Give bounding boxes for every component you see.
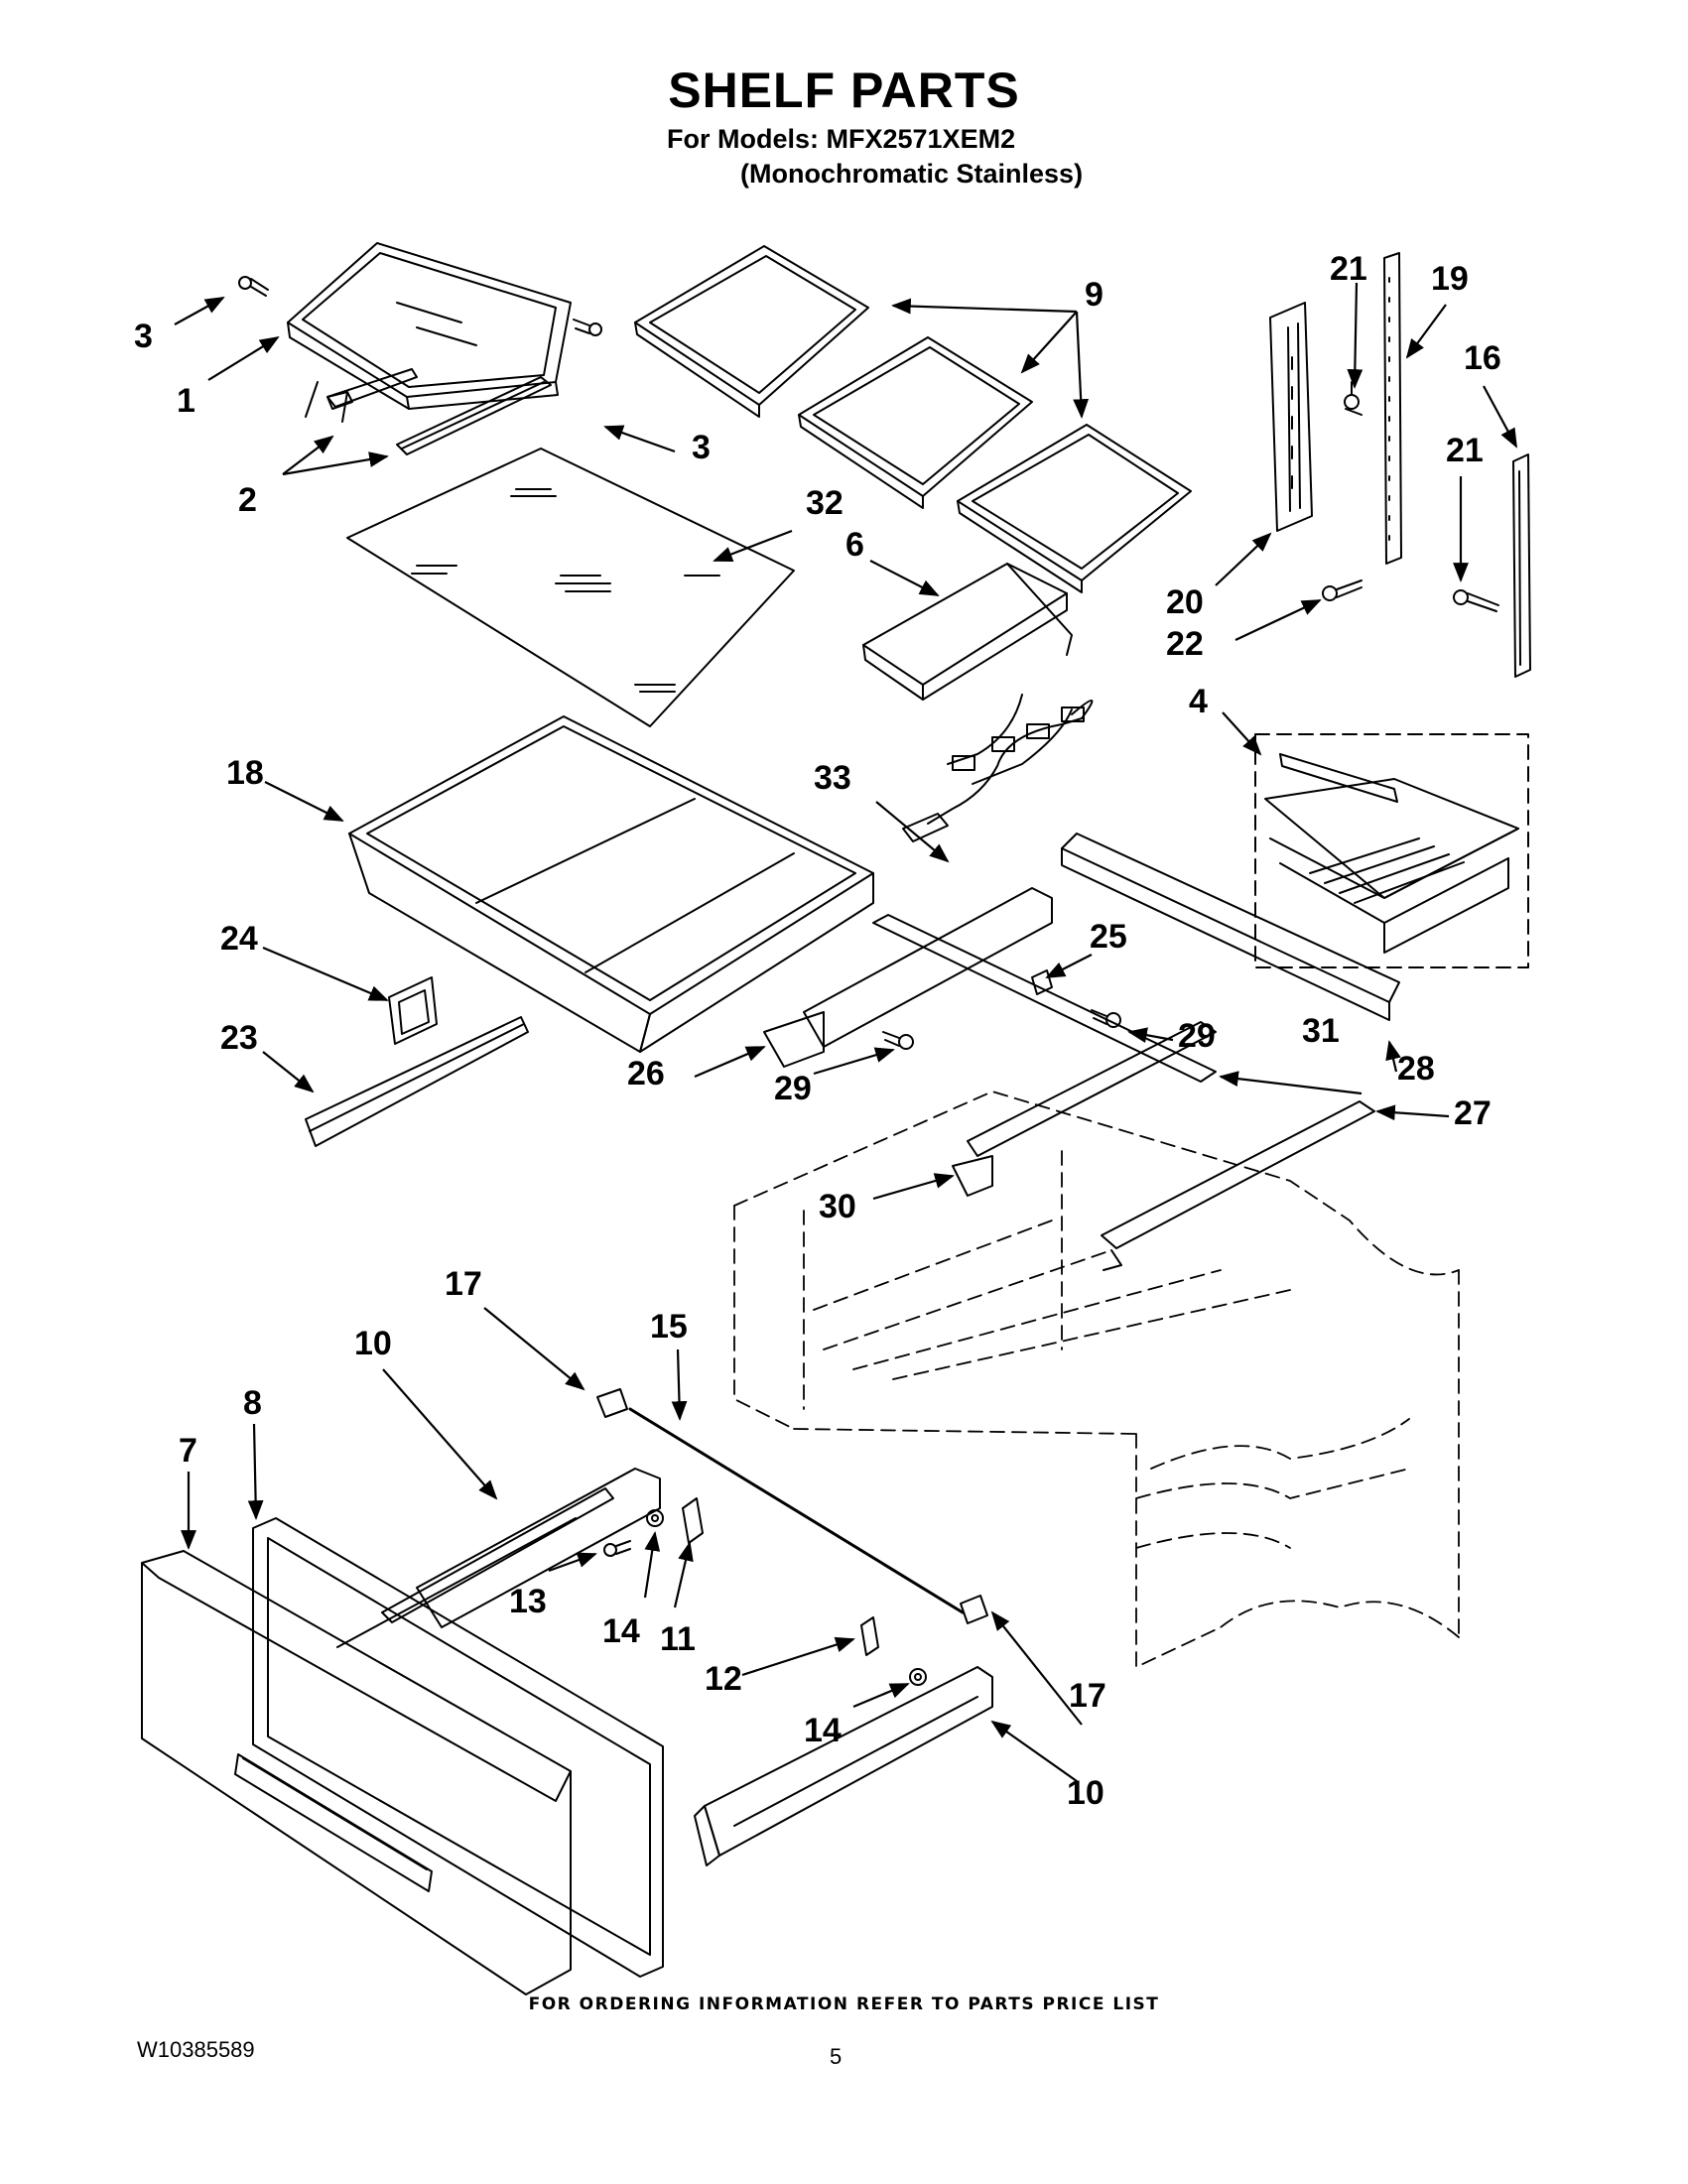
part-right-slide: [694, 1666, 993, 1866]
document-number: W10385589: [137, 2037, 255, 2062]
finish-line: (Monochromatic Stainless): [740, 159, 1084, 189]
callout-31: 31: [1302, 1012, 1340, 1050]
part-screw-right: [573, 319, 602, 336]
callout-27: 27: [1454, 1094, 1492, 1132]
part-deli-pan: [287, 242, 572, 423]
part-shelf-3: [957, 424, 1192, 593]
callout-25: 25: [1090, 918, 1127, 956]
part-bearing-14a: [646, 1509, 664, 1527]
callout-15: 15: [650, 1308, 688, 1346]
cabinet-outline: [733, 1091, 1460, 1668]
callout-29b: 29: [774, 1070, 812, 1107]
part-slides: [326, 376, 552, 455]
callout-4: 4: [1189, 683, 1208, 720]
part-slide-assembly: [763, 887, 1217, 1197]
part-bushing-17b: [960, 1595, 988, 1624]
leader-arrows: [174, 282, 1517, 1782]
part-screw-left: [238, 276, 269, 297]
callout-labels: 1 2 3 3 4 6 7 8 9 10 10 11 12 13 14 14 1…: [134, 250, 1501, 1812]
models-line: For Models: MFX2571XEM2: [667, 124, 1016, 154]
callout-22: 22: [1166, 625, 1204, 663]
part-shelf-2: [798, 336, 1033, 509]
callout-24: 24: [220, 920, 258, 958]
part-shelf-bin: [862, 563, 1073, 701]
part-crisper-bin: [348, 715, 874, 1053]
callout-28: 28: [1397, 1050, 1435, 1088]
part-crisper-drawer: [1254, 733, 1529, 968]
callout-29a: 29: [1178, 1017, 1216, 1055]
part-rear-cover: [1061, 833, 1400, 1021]
callout-14b: 14: [804, 1712, 842, 1749]
callout-13: 13: [509, 1583, 547, 1620]
part-bracket-12: [860, 1616, 879, 1656]
part-screw-22: [1322, 579, 1363, 601]
part-screw-21a: [1344, 381, 1363, 416]
callout-8: 8: [243, 1384, 262, 1422]
callout-30: 30: [819, 1188, 856, 1225]
callout-20: 20: [1166, 583, 1204, 621]
callout-7: 7: [179, 1432, 197, 1470]
callout-12: 12: [705, 1660, 742, 1698]
callout-17a: 17: [445, 1265, 482, 1303]
part-drawer-front: [141, 1550, 572, 1995]
callout-18: 18: [226, 754, 264, 792]
part-rail-19: [1383, 252, 1402, 565]
callout-2: 2: [238, 481, 257, 519]
part-divider-24: [388, 976, 438, 1045]
callout-1: 1: [177, 382, 195, 420]
callout-11: 11: [660, 1620, 696, 1658]
part-screw-29a: [1091, 1009, 1121, 1028]
part-left-slide: [336, 1468, 661, 1648]
part-screw-29b: [882, 1031, 914, 1050]
part-bearing-14b: [909, 1668, 927, 1686]
callout-14a: 14: [602, 1612, 640, 1650]
callout-3b: 3: [692, 429, 711, 466]
part-screw-21b: [1453, 589, 1499, 612]
page-number: 5: [830, 2044, 843, 2069]
callout-9: 9: [1085, 276, 1104, 314]
ordering-note: FOR ORDERING INFORMATION REFER TO PARTS …: [528, 1994, 1160, 2014]
part-clip-25: [1031, 969, 1053, 995]
callout-3a: 3: [134, 318, 153, 355]
part-glass-panel: [346, 448, 795, 727]
callout-17b: 17: [1069, 1677, 1106, 1715]
part-bracket-11: [682, 1497, 704, 1544]
callout-6: 6: [845, 526, 864, 564]
callout-32: 32: [806, 484, 844, 522]
part-trim-23: [305, 1016, 529, 1147]
part-rod-15: [628, 1407, 965, 1614]
callout-19: 19: [1431, 260, 1469, 298]
part-shelf-1: [634, 245, 869, 418]
callout-33: 33: [814, 759, 851, 797]
callout-16: 16: [1464, 339, 1501, 377]
callout-21a: 21: [1330, 250, 1367, 288]
part-right-rail: [1101, 1100, 1375, 1271]
callout-26: 26: [627, 1055, 665, 1092]
part-gasket: [252, 1517, 664, 1978]
callout-23: 23: [220, 1019, 258, 1057]
part-wire-harness: [902, 694, 1094, 842]
part-bushing-17a: [596, 1388, 628, 1418]
part-screw-13: [603, 1540, 631, 1557]
callout-10a: 10: [354, 1325, 392, 1362]
page-title: SHELF PARTS: [668, 63, 1020, 118]
part-rail-16: [1512, 453, 1531, 678]
part-rail-20: [1269, 302, 1313, 532]
callout-10b: 10: [1067, 1774, 1104, 1812]
callout-21b: 21: [1446, 432, 1484, 469]
